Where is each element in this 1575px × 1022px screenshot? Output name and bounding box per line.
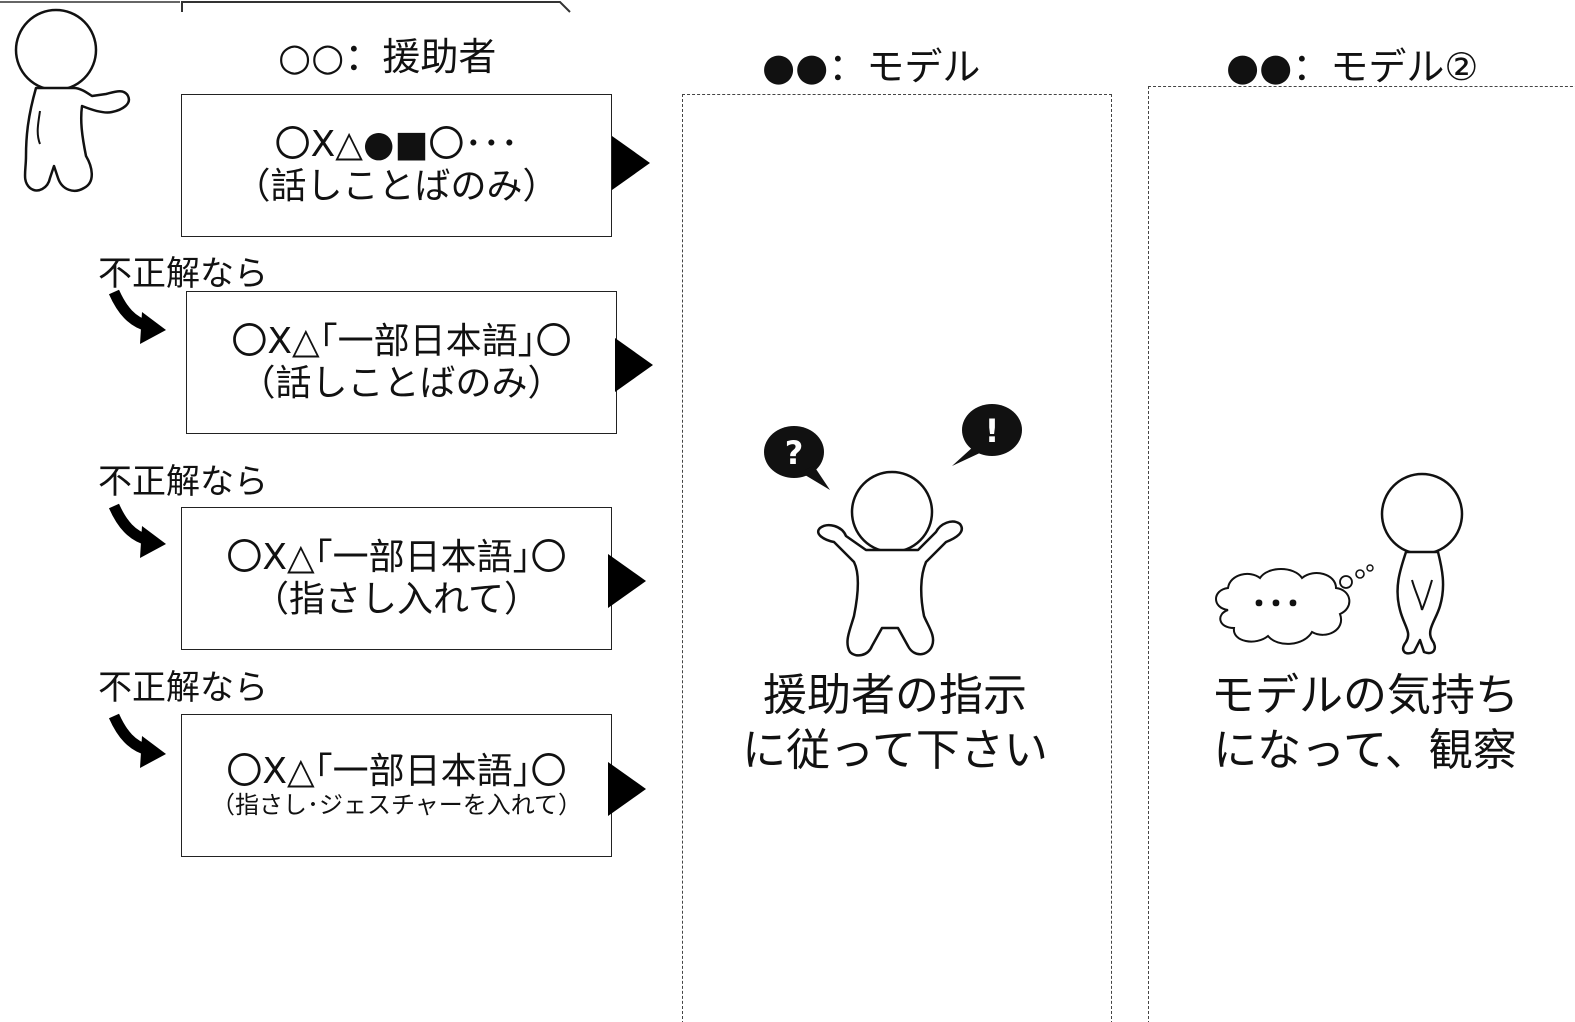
step-3-box: 〇X△｢一部日本語｣〇 （指さし入れて） bbox=[181, 507, 612, 650]
model2-caption: モデルの気持ち になって、観察 bbox=[1170, 668, 1560, 778]
condition-label-2: 不正解なら bbox=[98, 462, 268, 502]
model2-caption-line1: モデルの気持ち bbox=[1211, 670, 1519, 721]
step-1-arrow-icon bbox=[612, 136, 650, 190]
exclaim-bubble-icon: ! bbox=[952, 404, 1022, 466]
model1-caption: 援助者の指示 に従って下さい bbox=[700, 668, 1090, 778]
step-4-box: 〇X△｢一部日本語｣〇 （指さし･ジェスチャーを入れて） bbox=[181, 714, 612, 857]
thought-cloud-icon: ･･･ bbox=[1215, 564, 1374, 645]
model1-caption-line1: 援助者の指示 bbox=[763, 670, 1027, 721]
step-4-arrow-icon bbox=[608, 762, 646, 816]
model2-caption-line2: になって、観察 bbox=[1213, 725, 1517, 776]
model1-panel bbox=[682, 94, 1112, 1022]
svg-text:?: ? bbox=[785, 434, 804, 472]
model1-caption-line2: に従って下さい bbox=[742, 725, 1048, 776]
condition-label-3: 不正解なら bbox=[98, 668, 268, 708]
step-3-line1: 〇X△｢一部日本語｣〇 bbox=[226, 537, 567, 579]
curved-arrow-icon bbox=[108, 289, 166, 344]
curved-arrow-icon bbox=[108, 503, 166, 558]
model2-panel bbox=[1148, 86, 1575, 1022]
step-4-line1: 〇X△｢一部日本語｣〇 bbox=[226, 751, 567, 792]
curved-arrow-icon bbox=[108, 713, 166, 768]
top-border-fragment bbox=[0, 1, 571, 13]
model1-title: ●●：モデル bbox=[762, 45, 981, 89]
condition-label-1: 不正解なら bbox=[98, 254, 268, 294]
model2-title: ●●：モデル② bbox=[1226, 45, 1479, 89]
svg-text:!: ! bbox=[985, 412, 1000, 450]
step-3-line2: （指さし入れて） bbox=[253, 578, 540, 620]
step-4-line2: （指さし･ジェスチャーを入れて） bbox=[210, 791, 583, 820]
step-1-box: 〇X△●■〇･･･ （話しことばのみ） bbox=[181, 94, 612, 237]
step-3-arrow-icon bbox=[608, 554, 646, 608]
question-bubble-icon: ? bbox=[764, 426, 830, 490]
observing-model-figure-icon bbox=[1380, 472, 1464, 655]
step-2-arrow-icon bbox=[615, 338, 653, 392]
svg-text:･･･: ･･･ bbox=[1251, 585, 1302, 625]
confused-model-figure-icon bbox=[817, 470, 963, 657]
step-2-box: 〇X△｢一部日本語｣〇 （話しことばのみ） bbox=[186, 291, 617, 434]
helper-title: ○○：援助者 bbox=[278, 35, 497, 79]
step-2-line2: （話しことばのみ） bbox=[239, 362, 564, 404]
step-2-line1: 〇X△｢一部日本語｣〇 bbox=[231, 321, 572, 363]
helper-figure-icon bbox=[14, 8, 131, 192]
step-1-line2: （話しことばのみ） bbox=[234, 165, 559, 207]
step-1-line1: 〇X△●■〇･･･ bbox=[274, 124, 519, 166]
